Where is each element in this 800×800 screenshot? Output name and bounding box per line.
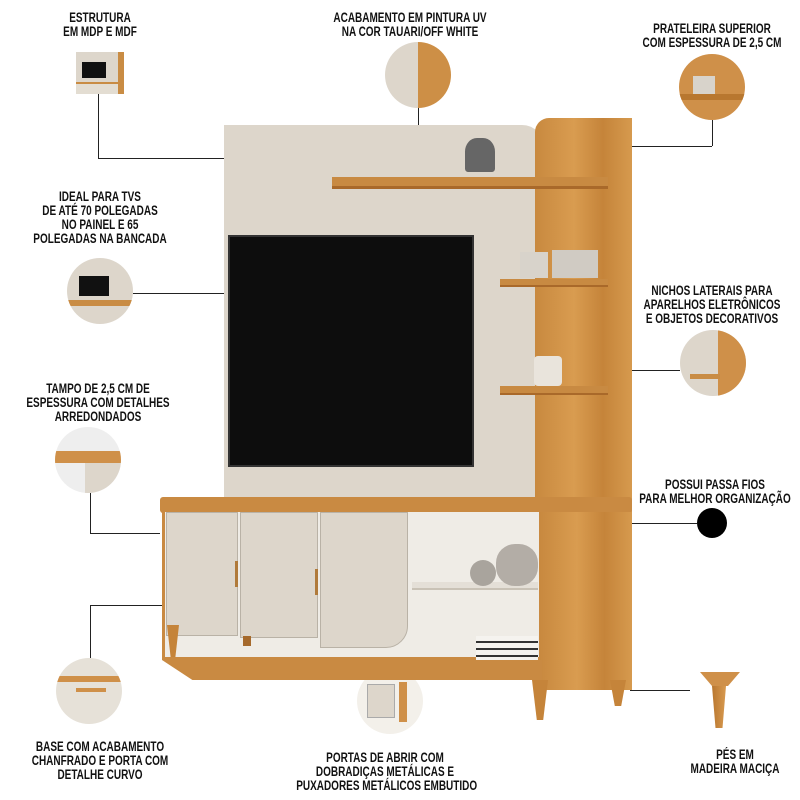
connector-line bbox=[133, 293, 228, 294]
text: DE ATÉ 70 POLEGADAS bbox=[42, 203, 158, 218]
connector-line bbox=[418, 108, 419, 134]
text: NO PAINEL E 65 bbox=[61, 217, 139, 232]
decor-vase-small bbox=[470, 560, 496, 586]
rack-side-panel bbox=[540, 512, 632, 690]
connector-line bbox=[90, 533, 160, 534]
finish-swatch-circle bbox=[385, 42, 451, 108]
leg bbox=[610, 680, 626, 706]
side-niches-circle bbox=[680, 330, 746, 396]
connector-line bbox=[90, 605, 162, 606]
text: NA COR TAUARI/OFF WHITE bbox=[341, 24, 479, 39]
foot-leg bbox=[712, 686, 726, 728]
connector-line bbox=[632, 146, 712, 147]
rack-top bbox=[160, 497, 632, 513]
connector-line bbox=[630, 690, 690, 691]
door-2[interactable] bbox=[240, 512, 318, 638]
text: TAMPO DE 2,5 CM DE bbox=[46, 381, 150, 396]
text: CHANFRADO E PORTA COM bbox=[31, 753, 169, 768]
cable-hole-icon bbox=[697, 508, 727, 538]
connector-line bbox=[630, 370, 680, 371]
text: PARA MELHOR ORGANIZAÇÃO bbox=[639, 491, 791, 506]
leg bbox=[243, 636, 251, 646]
decor-vase-large bbox=[496, 544, 538, 586]
connector-line bbox=[98, 158, 224, 159]
rack-base bbox=[162, 660, 542, 680]
text: MADEIRA MACIÇA bbox=[690, 761, 780, 776]
text: ESTRUTURA bbox=[69, 10, 131, 25]
niche-shelf bbox=[412, 582, 538, 590]
text: ARREDONDADOS bbox=[54, 409, 142, 424]
text: PUXADORES METÁLICOS EMBUTIDO bbox=[296, 778, 478, 793]
text: PÉS EM bbox=[716, 747, 754, 762]
door-1[interactable] bbox=[166, 512, 238, 636]
text: POSSUI PASSA FIOS bbox=[665, 477, 765, 492]
text: COM ESPESSURA DE 2,5 CM bbox=[642, 35, 782, 50]
connector-line bbox=[90, 493, 91, 533]
leg bbox=[167, 625, 179, 657]
tv-screen bbox=[228, 235, 474, 467]
top-shelf bbox=[332, 177, 608, 189]
connector-line bbox=[712, 120, 713, 146]
connector-line bbox=[90, 605, 91, 658]
text: DETALHE CURVO bbox=[57, 767, 143, 782]
text: NICHOS LATERAIS PARA bbox=[651, 283, 773, 298]
text: DOBRADIÇAS METÁLICAS E bbox=[315, 764, 455, 779]
base-circle bbox=[56, 658, 122, 724]
connector-line bbox=[632, 523, 697, 524]
foot-icon bbox=[700, 672, 740, 686]
structure-thumbnail bbox=[76, 52, 124, 94]
decor-boxes bbox=[520, 250, 600, 278]
text: APARELHOS ELETRÔNICOS bbox=[643, 297, 781, 312]
leg bbox=[532, 680, 548, 720]
middle-shelf bbox=[500, 279, 608, 287]
top-board-circle bbox=[55, 427, 121, 493]
tv-size-circle bbox=[67, 258, 133, 324]
text: EM MDP E MDF bbox=[63, 24, 137, 39]
decor-books bbox=[476, 636, 538, 664]
lower-shelf bbox=[500, 386, 608, 395]
decor-sculpture bbox=[465, 138, 495, 172]
text: ACABAMENTO EM PINTURA UV bbox=[333, 10, 487, 25]
text: BASE COM ACABAMENTO bbox=[35, 739, 165, 754]
text: E OBJETOS DECORATIVOS bbox=[645, 311, 779, 326]
connector-line bbox=[98, 80, 99, 158]
text: ESPESSURA COM DETALHES bbox=[26, 395, 170, 410]
text: POLEGADAS NA BANCADA bbox=[33, 231, 167, 246]
text: IDEAL PARA TVS bbox=[59, 189, 141, 204]
text: PORTAS DE ABRIR COM bbox=[326, 750, 444, 765]
top-shelf-circle bbox=[679, 54, 745, 120]
text: PRATELEIRA SUPERIOR bbox=[653, 21, 771, 36]
decor-candle bbox=[534, 356, 562, 386]
door-3[interactable] bbox=[320, 512, 408, 648]
